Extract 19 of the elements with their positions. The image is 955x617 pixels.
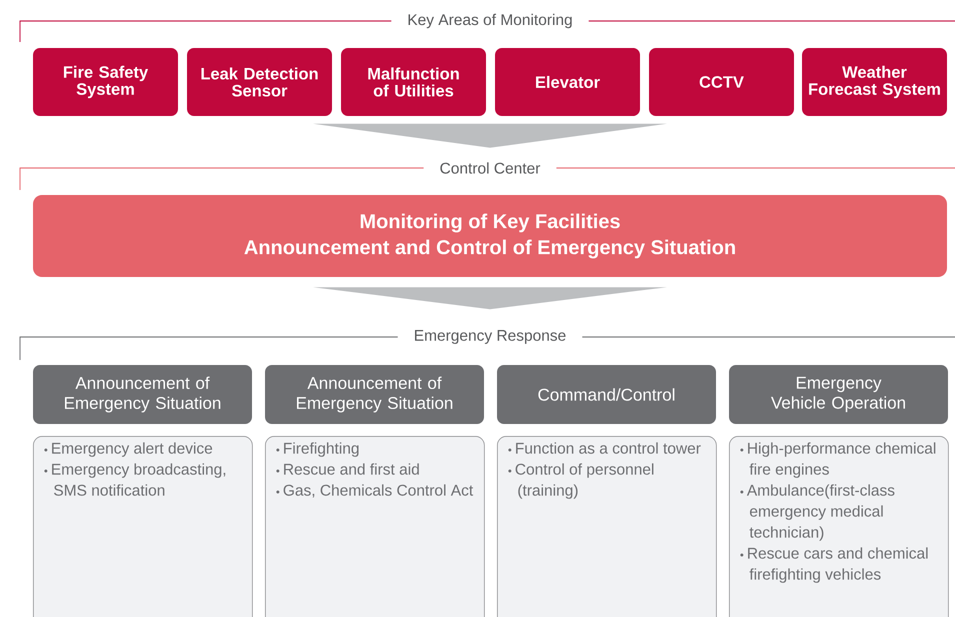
- category-box: Elevator: [495, 48, 640, 116]
- header-box: Announcement of Emergency Situation: [265, 365, 484, 424]
- category-box: CCTV: [649, 48, 794, 116]
- header-box: Command/Control: [497, 365, 716, 424]
- section-heading: Key Areas of Monitoring: [391, 12, 589, 30]
- list-box: High-performance chemical fire engines Ambulance(first-class emergency medical technician) Rescue cars and chemical firefighting vehicles: [729, 436, 949, 617]
- list-box: Firefighting Rescue and first aid Gas, Chemicals Control Act: [265, 436, 485, 617]
- process-box: Monitoring of Key Facilities Announcement and Control of Emergency Situation: [33, 195, 947, 277]
- category-box: Leak Detection Sensor: [187, 48, 332, 116]
- section-heading: Emergency Response: [398, 328, 582, 346]
- list-box: Function as a control tower Control of personnel (training): [497, 436, 717, 617]
- header-box: Announcement of Emergency Situation: [33, 365, 252, 424]
- category-box: Fire Safety System: [33, 48, 178, 116]
- category-box: Malfunction of Utilities: [341, 48, 486, 116]
- chevron-arrow: [313, 287, 667, 310]
- category-box: Weather Forecast System: [802, 48, 947, 116]
- header-box: Emergency Vehicle Operation: [729, 365, 948, 424]
- section-heading: Control Center: [424, 160, 556, 176]
- list-box: Emergency alert device Emergency broadcasting, SMS notification: [33, 436, 253, 617]
